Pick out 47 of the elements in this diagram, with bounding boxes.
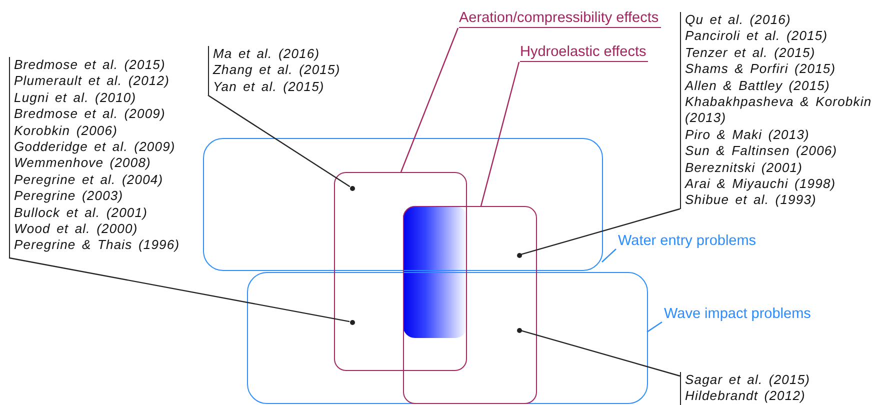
leader-line (521, 208, 680, 255)
overlap-band (403, 206, 467, 338)
marker-dot (350, 320, 354, 324)
leader-line (208, 94, 350, 188)
marker-dot (516, 252, 522, 258)
reference-text: Ma et al. (2016) (213, 46, 320, 62)
reference-text: Panciroli et al. (2015) (685, 28, 828, 45)
reference-text: Zhang et al. (2015) (213, 62, 340, 79)
reference-text: Allen & Battley (2015) (685, 78, 830, 94)
reference-text: Wemmenhove (2008) (14, 155, 151, 172)
effect-label: Aeration/compressibility effects (459, 9, 661, 28)
reference-text: Arai & Miyauchi (1998) (685, 176, 836, 192)
reference-text: Bredmose et al. (2009) (14, 106, 166, 123)
category-label: Water entry problems (618, 232, 756, 250)
leader-line (521, 330, 680, 377)
reference-text: Shibue et al. (1993) (685, 192, 816, 209)
marker-dot (516, 328, 522, 332)
reference-text: Lugni et al. (2010) (14, 90, 136, 106)
reference-text: Godderidge et al. (2009) (14, 139, 176, 156)
reference-text: Shams & Porfiri (2015) (685, 61, 836, 78)
reference-text: Khabakhpasheva & Korobkin (2013) (685, 94, 873, 127)
reference-text: Peregrine & Thais (1996) (14, 237, 180, 254)
reference-text: Peregrine (2003) (14, 188, 124, 205)
reference-text: Tenzer et al. (2015) (685, 44, 816, 62)
reference-text: Bereznitski (2001) (685, 160, 803, 176)
reference-text: Plumerault et al. (2012) (14, 73, 170, 90)
leader-line (646, 322, 662, 332)
reference-text: Piro & Maki (2013) (685, 126, 810, 144)
reference-text: Wood et al. (2000) (14, 221, 138, 238)
reference-text: Hildebrandt (2012) (685, 388, 806, 405)
reference-text: Bredmose et al. (2015) (14, 57, 166, 74)
effect-region (403, 206, 537, 404)
reference-text: Korobkin (2006) (14, 122, 118, 140)
leader-line (400, 28, 459, 172)
marker-dot (350, 186, 354, 190)
reference-text: Bullock et al. (2001) (14, 204, 148, 222)
effect-region (334, 172, 467, 371)
leader-line (8, 257, 350, 322)
effect-label: Hydroelastic effects (520, 43, 648, 62)
reference-text: Sagar et al. (2015) (685, 372, 810, 388)
leader-line (480, 62, 520, 206)
category-label: Wave impact problems (664, 305, 811, 323)
reference-text: Peregrine et al. (2004) (14, 172, 164, 188)
reference-text: Yan et al. (2015) (213, 78, 324, 96)
leader-line (602, 248, 616, 262)
reference-text: Sun & Faltinsen (2006) (685, 143, 838, 160)
reference-text: Qu et al. (2016) (685, 12, 791, 28)
